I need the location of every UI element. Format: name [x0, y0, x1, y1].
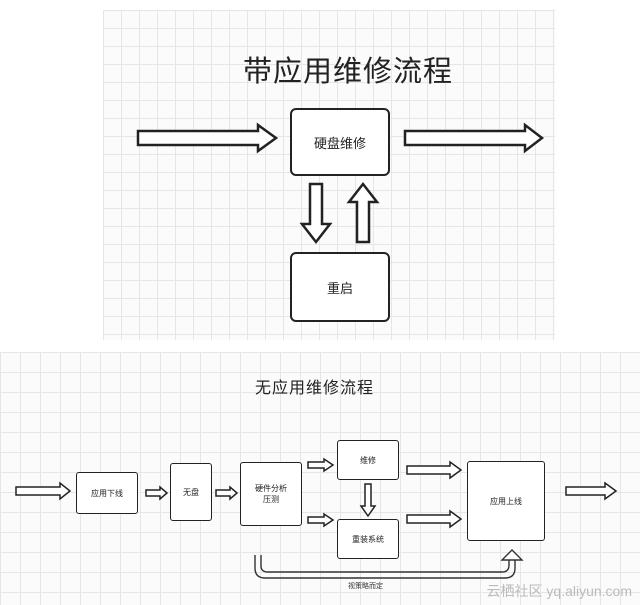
arrow-analysis-to-reinstall [307, 512, 335, 528]
arrow-nodisk-to-analysis [215, 485, 239, 501]
arrow-offline-to-nodisk [145, 485, 169, 501]
feedback-loop-arrow [254, 555, 516, 579]
box-reboot: 重启 [290, 252, 390, 322]
box-repair: 维修 [337, 440, 399, 480]
box-app-online: 应用上线 [467, 461, 545, 541]
arrow-reinstall-to-online [406, 509, 463, 529]
feedback-arrow-head [500, 549, 524, 561]
arrow-repair-to-online [406, 460, 463, 480]
top-output-arrow [403, 122, 545, 154]
arrow-repair-to-reinstall [359, 483, 377, 518]
box-hardware-analysis: 硬件分析 压测 [240, 462, 302, 526]
box-app-offline: 应用下线 [76, 472, 138, 514]
arrow-analysis-to-repair [307, 457, 335, 473]
top-diagram-title: 带应用维修流程 [243, 56, 454, 88]
top-up-arrow [346, 181, 380, 244]
box-reinstall-system: 重装系统 [337, 519, 399, 559]
box-no-disk: 无盘 [170, 463, 212, 521]
top-input-arrow [136, 122, 279, 154]
watermark: 云栖社区 yq.aliyun.com [486, 583, 632, 599]
bottom-diagram-title: 无应用维修流程 [255, 380, 375, 397]
bottom-input-arrow [15, 481, 72, 501]
top-down-arrow [299, 182, 333, 245]
feedback-note: 视策略而定 [348, 583, 383, 590]
bottom-output-arrow [565, 481, 618, 501]
box-disk-repair: 硬盘维修 [290, 108, 390, 176]
